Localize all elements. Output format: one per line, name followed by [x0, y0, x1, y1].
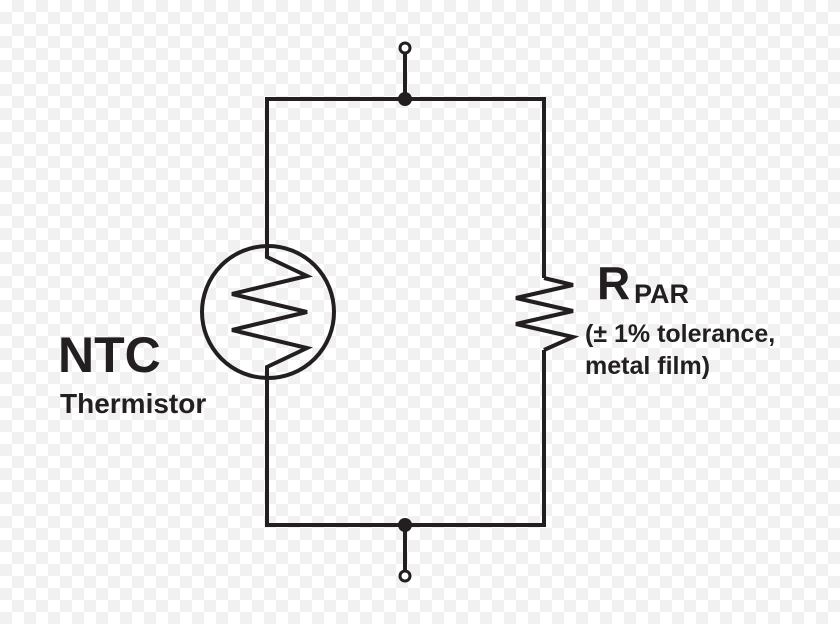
thermistor-zigzag [231, 246, 313, 378]
thermistor-label: Thermistor [60, 388, 207, 419]
bottom-terminal [398, 569, 412, 583]
bottom-junction-dot [398, 518, 412, 532]
top-terminal [398, 41, 412, 55]
thermistor-circle [200, 244, 336, 380]
resistor-zigzag [515, 276, 580, 352]
resistor-subscript-label: PAR [634, 279, 690, 309]
bottom-wire [265, 350, 546, 527]
resistor-material-note: metal film) [585, 352, 711, 380]
top-wire [265, 97, 546, 278]
resistor-symbol-label: R [597, 257, 631, 309]
ntc-label: NTC [58, 327, 161, 383]
resistor-tolerance-note: (± 1% tolerance, [585, 320, 776, 348]
top-junction-dot [398, 92, 412, 106]
